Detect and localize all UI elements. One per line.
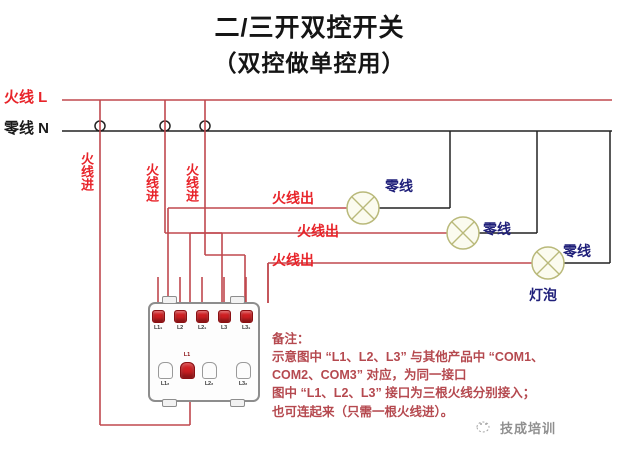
notes-line-3: 图中 “L1、L2、L3” 接口为三根火线分别接入； <box>272 386 536 401</box>
live-in-char-1: 火线进 <box>79 152 94 191</box>
live-out-label-3: 火线出 <box>272 252 314 268</box>
rocker-l2-2[interactable] <box>180 362 195 379</box>
rocker-l1-2[interactable] <box>158 362 173 379</box>
bulb-label: 灯泡 <box>529 287 557 303</box>
terminal-l1-1[interactable] <box>152 310 165 323</box>
notes-line-2: COM2、COM3” 对应，为同一接口 <box>272 368 467 383</box>
page-title-line1: 二/三开双控开关 <box>214 14 405 42</box>
switch-tab-top-left <box>162 296 177 304</box>
terminal-l3-1[interactable] <box>240 310 253 323</box>
switch-module[interactable]: L1₁ L2 L2₁ L3 L3₁ L1 L1₂ L2₂ L3₂ <box>146 296 264 409</box>
terminal-l2-1[interactable] <box>196 310 209 323</box>
terminal-label-l3-1: L3₁ <box>241 325 251 331</box>
rocker-l3-2-a[interactable] <box>202 362 217 379</box>
live-in-label-3: 火线进 <box>184 163 199 202</box>
terminal-label-l3: L3 <box>220 325 228 331</box>
active-marker-label: L1 <box>183 352 191 358</box>
rocker-label-l2-2: L2₂ <box>204 381 214 387</box>
neutral-label-3: 零线 <box>563 243 591 259</box>
logo-icon <box>476 421 490 433</box>
notes-heading: 备注： <box>272 332 310 346</box>
switch-tab-bottom-right <box>230 399 245 407</box>
neutral-bus-label: 零线 N <box>4 120 50 137</box>
terminal-label-l2: L2 <box>176 325 184 331</box>
live-out-label-2: 火线出 <box>297 223 339 239</box>
switch-tab-bottom-left <box>162 399 177 407</box>
watermark-text: 技成培训 <box>500 421 557 436</box>
rocker-label-l3-2: L3₂ <box>238 381 248 387</box>
rocker-label-l1-2: L1₂ <box>160 381 170 387</box>
neutral-label-1: 零线 <box>385 178 413 194</box>
notes-line-4: 也可连起来（只需一根火线进）。 <box>272 404 454 419</box>
neutral-label-2: 零线 <box>483 221 511 237</box>
notes-block: 备注： 示意图中 “L1、L2、L3” 与其他产品中 “COM1、 COM2、C… <box>272 330 602 421</box>
terminal-label-l1-1: L1₁ <box>153 325 163 331</box>
switch-tab-top-right <box>230 296 245 304</box>
live-bus-label: 火线 L <box>4 89 48 106</box>
live-in-label-1: 火线进 <box>79 152 94 191</box>
notes-line-1: 示意图中 “L1、L2、L3” 与其他产品中 “COM1、 <box>272 350 544 365</box>
live-in-char-3: 火线进 <box>184 163 199 202</box>
rocker-l3-2-b[interactable] <box>236 362 251 379</box>
terminal-l3[interactable] <box>218 310 231 323</box>
terminal-label-l2-1: L2₁ <box>197 325 207 331</box>
live-out-label-1: 火线出 <box>272 190 314 206</box>
page-title-line2: （双控做单控用） <box>213 50 406 76</box>
live-in-char-2: 火线进 <box>144 163 159 202</box>
live-in-label-2: 火线进 <box>144 163 159 202</box>
terminal-l2[interactable] <box>174 310 187 323</box>
